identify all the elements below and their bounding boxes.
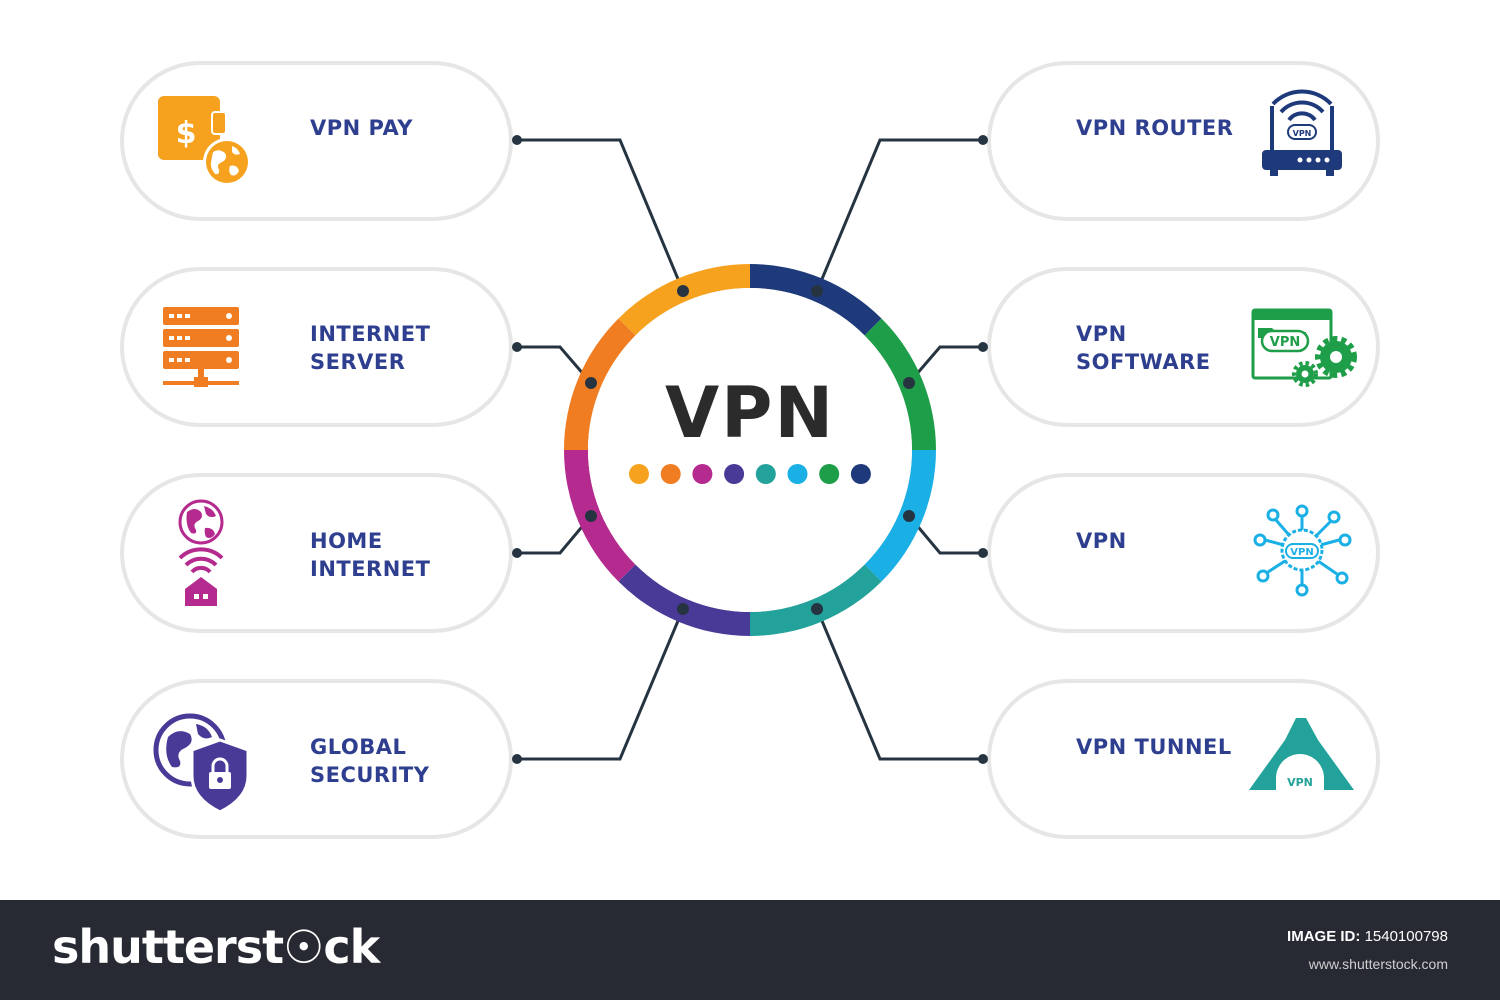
attach-dot [585, 377, 597, 389]
center-dot [787, 464, 808, 484]
center-dot [660, 464, 681, 484]
label-line: VPN TUNNEL [1076, 735, 1232, 759]
image-id-label: IMAGE ID: [1287, 928, 1361, 945]
label-line: VPN [1076, 322, 1127, 346]
image-id-value: 1540100798 [1364, 928, 1448, 945]
center-dot [819, 464, 840, 484]
software-gears-icon: VPN [1251, 308, 1357, 387]
label-vpn-software: VPN SOFTWARE [1076, 320, 1211, 376]
label-line: GLOBAL [310, 735, 407, 759]
attach-dot [903, 377, 915, 389]
attach-dot [903, 510, 915, 522]
svg-text:VPN: VPN [1293, 129, 1312, 138]
connector-vpn-pay [517, 138, 685, 292]
end-dot [512, 342, 522, 352]
svg-text:$: $ [176, 116, 197, 151]
label-global-security: GLOBAL SECURITY [310, 733, 429, 789]
wallet-globe-icon: $ [158, 96, 251, 186]
connector-vpn-router [815, 138, 983, 292]
end-dot [512, 135, 522, 145]
end-dot [978, 754, 988, 764]
svg-text:VPN: VPN [1270, 335, 1300, 350]
center-dots [629, 464, 871, 484]
label-home-internet: HOME INTERNET [310, 527, 430, 583]
svg-text:VPN: VPN [1287, 776, 1313, 789]
footer-bar: shutterst☉ck IMAGE ID: 1540100798 www.sh… [0, 900, 1500, 1000]
label-vpn-tunnel: VPN TUNNEL [1076, 733, 1232, 761]
label-line: SERVER [310, 350, 406, 374]
router-icon: VPN [1262, 89, 1342, 176]
connector-global-security [517, 608, 685, 761]
label-vpn-pay: VPN PAY [310, 114, 413, 142]
label-line: INTERNET [310, 322, 431, 346]
site-url: www.shutterstock.com [1308, 956, 1448, 972]
connectors [517, 138, 983, 761]
ring-segment [618, 264, 750, 336]
attach-dot [677, 285, 689, 297]
vpn-network-icon: VPN [1253, 504, 1352, 597]
attach-dot [811, 285, 823, 297]
center-dot [850, 464, 871, 484]
ring-segment [750, 264, 882, 336]
image-id: IMAGE ID: 1540100798 [1287, 928, 1448, 945]
label-line: SOFTWARE [1076, 350, 1211, 374]
label-internet-server: INTERNET SERVER [310, 320, 430, 376]
end-dot [978, 548, 988, 558]
item-panels [119, 61, 1381, 839]
connector-vpn-tunnel [815, 608, 983, 761]
attach-dot [585, 510, 597, 522]
connector-vpn-software [907, 345, 983, 384]
label-line: VPN PAY [310, 116, 413, 140]
center-dot [692, 464, 713, 484]
panel-vpn [986, 473, 1381, 633]
label-line: VPN [1076, 529, 1127, 553]
panel-vpn-software [986, 267, 1381, 427]
center-ring [564, 264, 936, 636]
tunnel-icon: VPN [1249, 718, 1354, 790]
center-disc [588, 288, 912, 612]
center-dot [629, 464, 649, 484]
label-line: INTERNET [310, 557, 431, 581]
label-line: HOME [310, 529, 383, 553]
home-internet-icon [178, 499, 224, 606]
connector-home-internet [517, 515, 593, 555]
ring-attach-dots [585, 285, 915, 615]
ring-segment [750, 564, 882, 636]
end-dot [512, 548, 522, 558]
center-dot [724, 464, 745, 484]
connector-internet-server [517, 345, 593, 384]
label-vpn: VPN [1076, 527, 1127, 555]
svg-text:VPN: VPN [1290, 547, 1313, 558]
panel-vpn-tunnel [986, 679, 1381, 839]
ring-segment [618, 564, 750, 636]
ring-segment [564, 450, 636, 582]
ring-segment [864, 450, 936, 582]
end-dot [978, 135, 988, 145]
diagram-canvas: $ [119, 61, 1381, 839]
globe-shield-icon [153, 713, 250, 814]
server-icon [163, 307, 239, 387]
center-dot [755, 464, 776, 484]
connector-end-dots [512, 135, 988, 764]
label-vpn-router: VPN ROUTER [1076, 114, 1233, 142]
label-line: VPN ROUTER [1076, 116, 1234, 140]
end-dot [512, 754, 522, 764]
center-title: VPN [664, 372, 836, 454]
end-dot [978, 342, 988, 352]
attach-dot [811, 603, 823, 615]
panel-vpn-router [986, 61, 1381, 221]
attach-dot [677, 603, 689, 615]
brand-logo: shutterst☉ck [52, 920, 380, 974]
connector-vpn [907, 515, 983, 555]
ring-segment [564, 318, 636, 450]
ring-segment [864, 318, 936, 450]
label-line: SECURITY [310, 763, 430, 787]
